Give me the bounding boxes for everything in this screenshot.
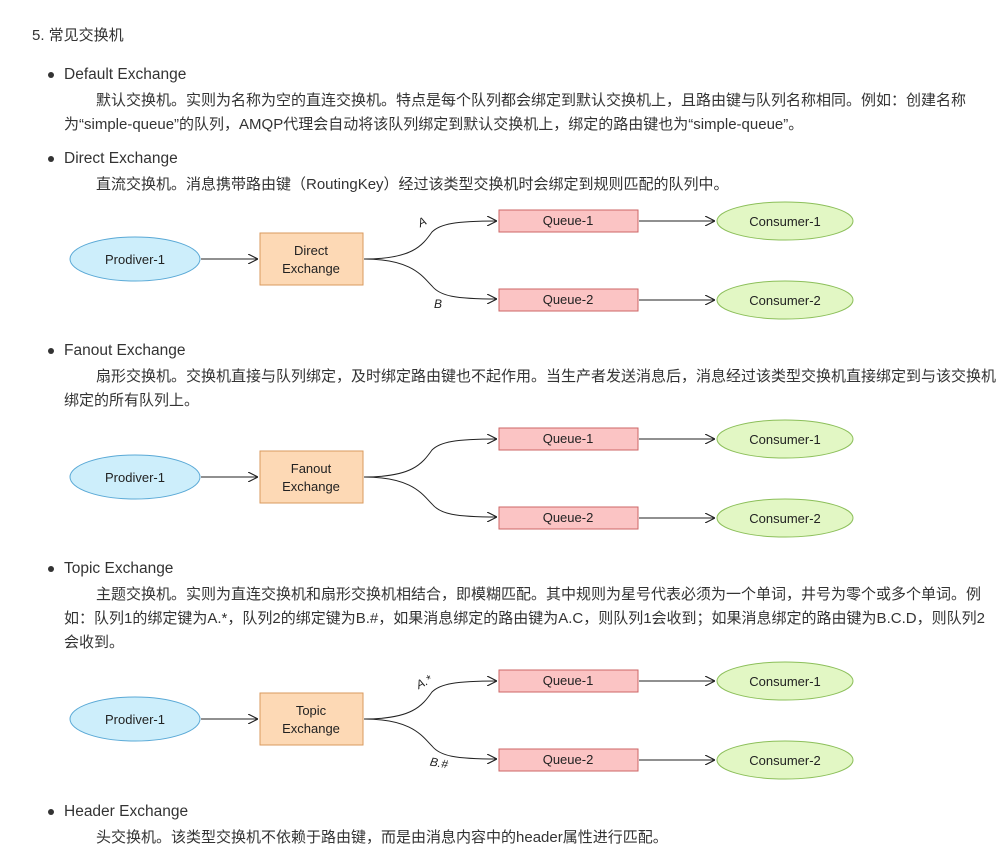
consumer-1-node: Consumer-1 (716, 201, 854, 241)
producer-node: Prodiver-1 (69, 454, 201, 500)
edge-exchange-queue1 (363, 681, 497, 720)
consumer-2-node: Consumer-2 (716, 498, 854, 538)
producer-node: Prodiver-1 (69, 236, 201, 282)
direct-exchange-diagram: Prodiver-1 Direct Exchange A B Queue-1 Q… (69, 201, 854, 320)
consumer-1-label: Consumer-1 (749, 674, 821, 689)
description-fanout-exchange: 扇形交换机。交换机直接与队列绑定，及时绑定路由键也不起作用。当生产者发送消息后，… (64, 368, 997, 409)
description-topic-exchange: 主题交换机。实则为直连交换机和扇形交换机相结合，即模糊匹配。其中规则为星号代表必… (64, 586, 985, 651)
queue-2-node: Queue-2 (498, 748, 639, 772)
edge-exchange-queue1 (363, 221, 497, 260)
description-direct-exchange: 直流交换机。消息携带路由键（RoutingKey）经过该类型交换机时会绑定到规则… (96, 176, 729, 193)
exchange-label-line1: Fanout (291, 461, 332, 476)
edge-exchange-queue2 (363, 718, 497, 759)
consumer-1-label: Consumer-1 (749, 432, 821, 447)
consumer-1-label: Consumer-1 (749, 214, 821, 229)
exchange-node: Direct Exchange (259, 232, 364, 286)
bullet (48, 566, 54, 572)
fanout-exchange-diagram: Prodiver-1 Fanout Exchange Queue-1 Queue… (69, 419, 854, 538)
queue-1-label: Queue-1 (543, 431, 594, 446)
producer-label: Prodiver-1 (105, 470, 165, 485)
routing-key-label-top: A (414, 214, 429, 231)
consumer-2-label: Consumer-2 (749, 511, 821, 526)
item-title-topic-exchange: Topic Exchange (64, 560, 174, 577)
item-title-header-exchange: Header Exchange (64, 803, 189, 820)
queue-1-label: Queue-1 (543, 213, 594, 228)
section-heading: 5. 常见交换机 (32, 27, 124, 44)
routing-key-label-top: A.* (413, 672, 435, 693)
queue-1-node: Queue-1 (498, 209, 639, 233)
consumer-2-label: Consumer-2 (749, 753, 821, 768)
queue-2-label: Queue-2 (543, 752, 594, 767)
description-header-exchange: 头交换机。该类型交换机不依赖于路由键，而是由消息内容中的header属性进行匹配… (96, 829, 668, 846)
item-title-default-exchange: Default Exchange (64, 66, 187, 83)
consumer-1-node: Consumer-1 (716, 661, 854, 701)
queue-2-label: Queue-2 (543, 292, 594, 307)
edge-exchange-queue2 (363, 258, 497, 299)
queue-1-node: Queue-1 (498, 427, 639, 451)
producer-node: Prodiver-1 (69, 696, 201, 742)
item-title-direct-exchange: Direct Exchange (64, 150, 178, 167)
edge-exchange-queue1 (363, 439, 497, 478)
consumer-1-node: Consumer-1 (716, 419, 854, 459)
exchange-label-line2: Exchange (282, 721, 340, 736)
queue-2-label: Queue-2 (543, 510, 594, 525)
exchange-node: Topic Exchange (259, 692, 364, 746)
exchange-label-line1: Direct (294, 243, 328, 258)
routing-key-label-bottom: B.# (429, 755, 449, 772)
bullet (48, 809, 54, 815)
queue-1-label: Queue-1 (543, 673, 594, 688)
queue-2-node: Queue-2 (498, 288, 639, 312)
producer-label: Prodiver-1 (105, 712, 165, 727)
item-title-fanout-exchange: Fanout Exchange (64, 342, 186, 359)
consumer-2-node: Consumer-2 (716, 280, 854, 320)
bullet (48, 72, 54, 78)
bullet (48, 348, 54, 354)
producer-label: Prodiver-1 (105, 252, 165, 267)
exchange-label-line2: Exchange (282, 261, 340, 276)
exchange-label-line1: Topic (296, 703, 327, 718)
routing-key-label-bottom: B (434, 297, 442, 311)
exchange-label-line2: Exchange (282, 479, 340, 494)
consumer-2-node: Consumer-2 (716, 740, 854, 780)
bullet (48, 156, 54, 162)
queue-2-node: Queue-2 (498, 506, 639, 530)
exchange-node: Fanout Exchange (259, 450, 364, 504)
description-default-exchange: 默认交换机。实则为名称为空的直连交换机。特点是每个队列都会绑定到默认交换机上，且… (64, 92, 967, 133)
consumer-2-label: Consumer-2 (749, 293, 821, 308)
topic-exchange-diagram: Prodiver-1 Topic Exchange A.* B.# Queue-… (69, 661, 854, 780)
queue-1-node: Queue-1 (498, 669, 639, 693)
edge-exchange-queue2 (363, 476, 497, 517)
